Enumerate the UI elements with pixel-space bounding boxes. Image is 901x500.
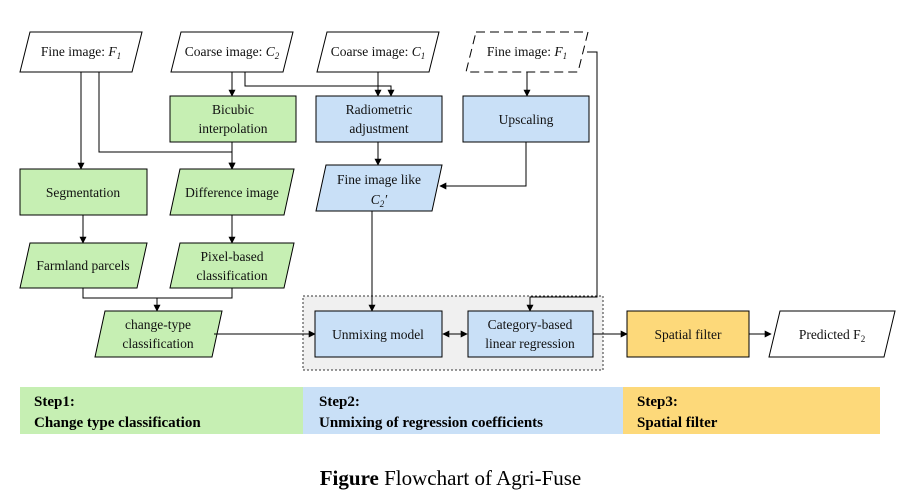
node-segmentation: Segmentation	[19, 168, 148, 216]
svg-text:Pixel-based: Pixel-based	[201, 249, 264, 264]
svg-text:Coarse image: C2: Coarse image: C2	[185, 44, 280, 61]
arrow-f1-category-regression	[526, 51, 598, 312]
svg-text:Spatial filter: Spatial filter	[654, 327, 722, 342]
svg-text:Segmentation: Segmentation	[46, 185, 120, 200]
node-fine-image-f1-dashed: Fine image: F1	[465, 31, 589, 73]
svg-text:Difference image: Difference image	[185, 185, 279, 200]
svg-text:Predicted F2: Predicted F2	[799, 327, 865, 344]
arrow-farmland-merge	[82, 288, 233, 299]
connectors	[77, 51, 772, 338]
svg-text:Farmland parcels: Farmland parcels	[36, 258, 129, 273]
node-coarse-image-c2: Coarse image: C2	[170, 31, 294, 73]
svg-text:C2′: C2′	[371, 192, 389, 209]
node-change-type-classification: change-type classification	[94, 310, 223, 358]
node-category-based-regression: Category-based linear regression	[467, 310, 594, 358]
step2-title: Step2:	[319, 394, 360, 410]
node-predicted-f2: Predicted F2	[768, 310, 896, 358]
svg-text:interpolation: interpolation	[199, 121, 268, 136]
step2-bar	[303, 387, 623, 434]
step-legend: Step1: Change type classification Step2:…	[20, 387, 880, 434]
svg-text:Radiometric: Radiometric	[346, 102, 413, 117]
svg-text:change-type: change-type	[125, 317, 191, 332]
node-unmixing-model: Unmixing model	[314, 310, 443, 358]
node-fine-image-like-c2: Fine image like C2′	[315, 164, 443, 212]
step1-desc: Change type classification	[34, 415, 201, 431]
node-coarse-image-c1: Coarse image: C1	[316, 31, 440, 73]
step3-bar	[623, 387, 880, 434]
arrow-c2-radiometric	[244, 72, 395, 97]
svg-text:Upscaling: Upscaling	[499, 112, 554, 127]
arrow-upscaling-fine-like	[439, 142, 527, 190]
svg-text:Category-based: Category-based	[488, 317, 573, 332]
svg-text:Fine image like: Fine image like	[337, 172, 421, 187]
node-difference-image: Difference image	[169, 168, 295, 216]
svg-text:Unmixing model: Unmixing model	[332, 327, 424, 342]
svg-text:Bicubic: Bicubic	[212, 102, 254, 117]
node-farmland-parcels: Farmland parcels	[19, 242, 148, 289]
step3-desc: Spatial filter	[637, 415, 718, 431]
caption-text: Flowchart of Agri-Fuse	[378, 466, 582, 490]
node-spatial-filter: Spatial filter	[626, 310, 750, 358]
svg-text:Coarse image: C1: Coarse image: C1	[331, 44, 426, 61]
node-fine-image-f1: Fine image: F1	[19, 31, 143, 73]
node-pixel-based-classification: Pixel-based classification	[169, 242, 295, 289]
node-radiometric-adjustment: Radiometric adjustment	[315, 95, 443, 143]
svg-text:linear regression: linear regression	[485, 336, 575, 351]
figure-caption: Figure Flowchart of Agri-Fuse	[0, 466, 901, 491]
svg-text:adjustment: adjustment	[349, 121, 408, 136]
node-upscaling: Upscaling	[462, 95, 590, 143]
node-bicubic-interpolation: Bicubic interpolation	[169, 95, 297, 143]
caption-bold: Figure	[319, 466, 379, 490]
step1-title: Step1:	[34, 394, 75, 410]
svg-text:classification: classification	[196, 268, 267, 283]
svg-text:Fine image: F1: Fine image: F1	[41, 44, 121, 61]
svg-text:classification: classification	[122, 336, 193, 351]
step3-title: Step3:	[637, 394, 678, 410]
svg-text:Fine image: F1: Fine image: F1	[487, 44, 567, 61]
step1-bar	[20, 387, 303, 434]
step2-desc: Unmixing of regression coefficients	[319, 415, 543, 431]
